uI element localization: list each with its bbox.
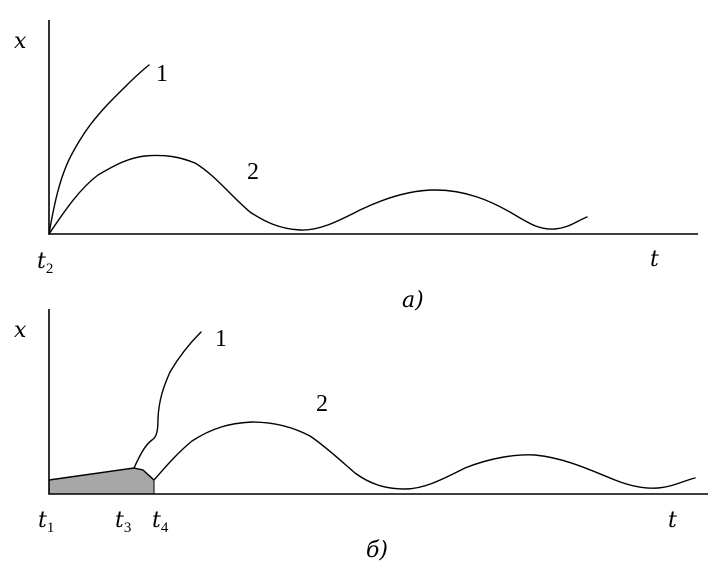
- panel-b-time-label-t1: t1: [38, 508, 54, 536]
- panel-b-y-axis-label: x: [14, 318, 27, 343]
- panel-a-curve-2: [48, 154, 588, 235]
- panel-b-time-label-t4: t4: [152, 508, 169, 536]
- panel-a-x-axis-label: t: [650, 247, 659, 272]
- panel-b-base-line: [48, 467, 135, 481]
- panel-a-axes: [48, 20, 698, 235]
- panel-b-curve-1-label: 1: [215, 326, 227, 352]
- panel-a-curve-2-label: 2: [247, 159, 259, 185]
- panel-a-start-time-label: t2: [37, 249, 53, 277]
- panel-b-curve-2-label: 2: [316, 391, 328, 417]
- panel-b: x 1 2 t1 t3 t4 t б): [14, 309, 708, 563]
- panel-b-caption: б): [366, 538, 388, 563]
- panel-b-x-axis-label: t: [668, 508, 677, 533]
- panel-a: x 1 2 t2 t а): [14, 20, 698, 313]
- panel-a-curve-1: [48, 64, 150, 235]
- panel-b-curve-2: [133, 421, 696, 490]
- panel-a-caption: а): [402, 288, 424, 313]
- panel-b-curve-1: [133, 331, 202, 469]
- panel-a-y-axis-label: x: [14, 29, 27, 54]
- panel-b-axes: [48, 309, 708, 495]
- panel-b-time-label-t3: t3: [115, 508, 131, 536]
- panel-a-curve-1-label: 1: [156, 61, 168, 87]
